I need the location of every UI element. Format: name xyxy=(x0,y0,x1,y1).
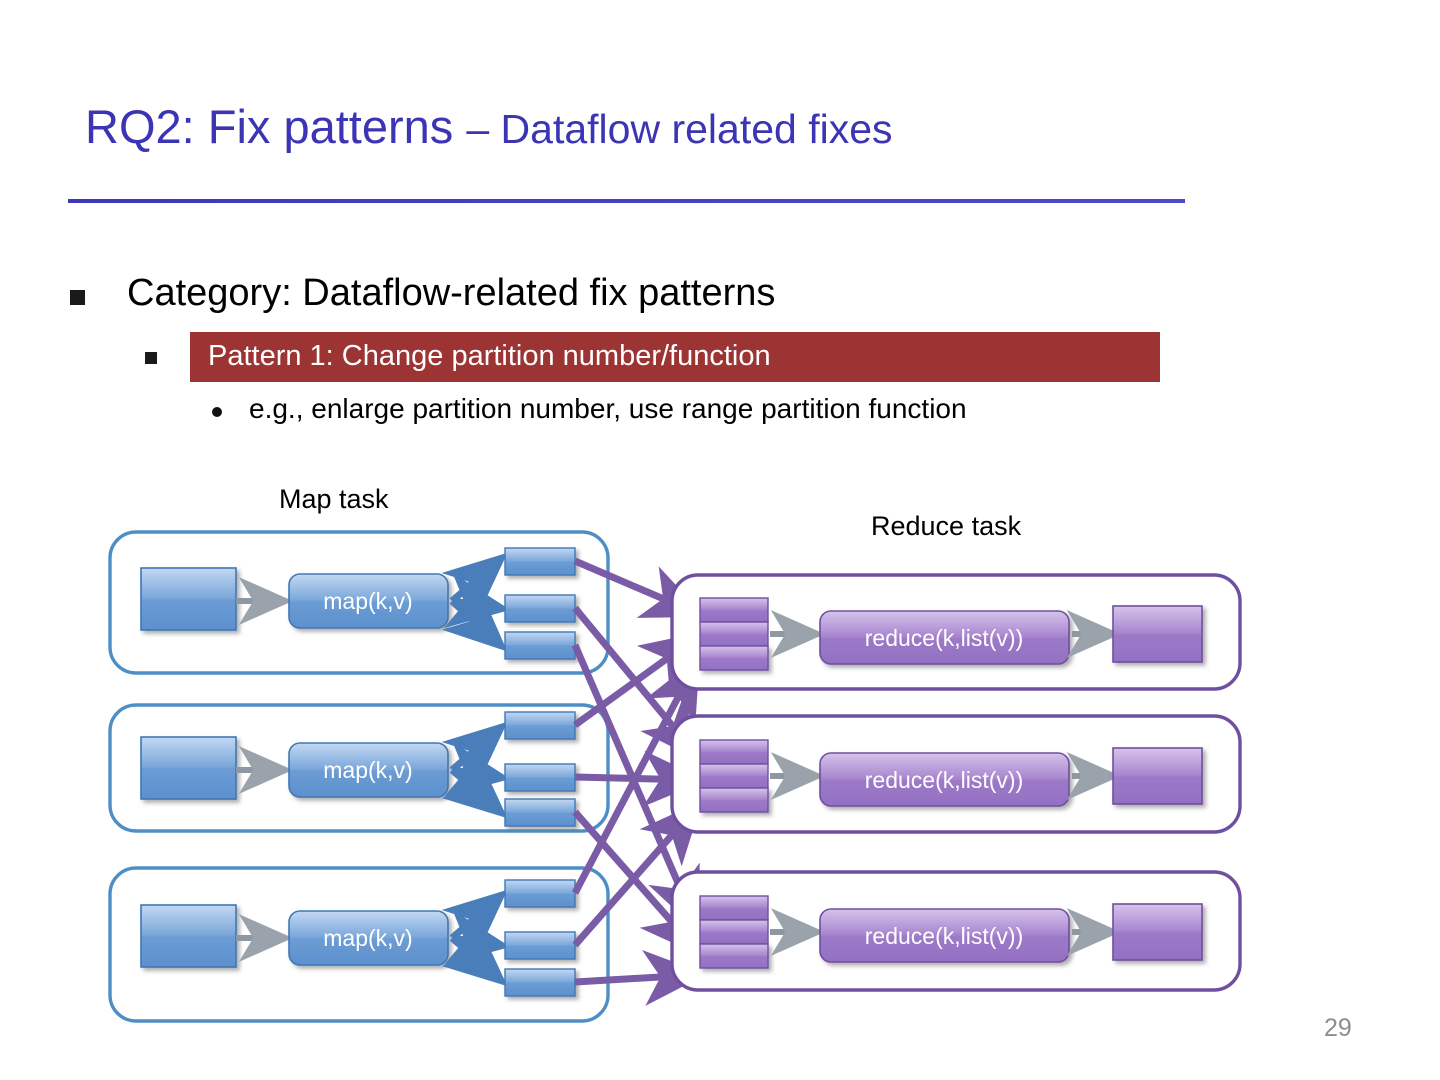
map-partition-block xyxy=(504,798,576,827)
reduce-output-block xyxy=(1112,605,1203,663)
map-function-label: map(k,v) xyxy=(323,588,412,614)
reduce-input-block xyxy=(699,597,769,623)
pattern-highlight-banner: Pattern 1: Change partition number/funct… xyxy=(190,332,1160,382)
reduce-input-block xyxy=(699,787,769,813)
reduce-function-label: reduce(k,list(v)) xyxy=(865,923,1023,949)
shuffle-edge xyxy=(572,800,703,948)
page-title: RQ2: Fix patterns – Dataflow related fix… xyxy=(85,103,1285,150)
reduce-task-group-1: reduce(k,list(v)) xyxy=(670,573,1242,691)
round-bullet-icon xyxy=(212,407,222,417)
square-bullet-icon xyxy=(145,352,157,364)
reduce-input-block xyxy=(699,739,769,765)
map-to-partition-arrow xyxy=(441,755,508,819)
map-input-block xyxy=(140,904,237,968)
map-task-group-3: map(k,v) xyxy=(108,866,610,1023)
map-partition-block xyxy=(504,879,576,908)
reduce-input-block xyxy=(699,943,769,969)
square-bullet-icon xyxy=(70,290,85,305)
map-partition-block xyxy=(504,931,576,960)
reduce-input-block xyxy=(699,763,769,789)
reduce-input-block xyxy=(699,919,769,945)
reduce-output-block xyxy=(1112,903,1203,961)
reduce-input-block xyxy=(699,645,769,671)
bullet-level1-label: Category: Dataflow-related fix patterns xyxy=(127,272,776,314)
reduce-output-block xyxy=(1112,747,1203,805)
title-underline xyxy=(68,199,1185,203)
bullet-level1: Category: Dataflow-related fix patterns xyxy=(70,272,775,316)
map-partition-block xyxy=(504,631,576,660)
page-title-sub: – Dataflow related fixes xyxy=(466,106,893,152)
reduce-function-label: reduce(k,list(v)) xyxy=(865,625,1023,651)
reduce-function-label: reduce(k,list(v)) xyxy=(865,767,1023,793)
reduce-task-label: Reduce task xyxy=(871,511,1022,541)
map-partition-block xyxy=(504,547,576,576)
map-partition-block xyxy=(504,711,576,740)
map-partition-block xyxy=(504,968,576,997)
reduce-input-block xyxy=(699,895,769,921)
map-to-partition-arrow xyxy=(441,588,508,652)
bullet-level3-label: e.g., enlarge partition number, use rang… xyxy=(249,393,967,424)
bullet-level2: Pattern 1: Change partition number/funct… xyxy=(145,332,1160,388)
reduce-task-group-2: reduce(k,list(v)) xyxy=(670,714,1242,834)
map-input-block xyxy=(140,736,237,800)
map-partition-block xyxy=(504,763,576,792)
map-task-label: Map task xyxy=(279,484,389,514)
map-function-label: map(k,v) xyxy=(323,757,412,783)
page-number: 29 xyxy=(1324,1014,1352,1042)
map-task-group-2: map(k,v) xyxy=(108,703,610,833)
map-partition-block xyxy=(504,594,576,623)
shuffle-edge xyxy=(571,655,700,895)
page-title-main: RQ2: Fix patterns xyxy=(85,100,467,153)
reduce-task-group-3: reduce(k,list(v)) xyxy=(670,870,1242,992)
map-to-partition-arrow xyxy=(441,923,508,987)
bullet-level3: e.g., enlarge partition number, use rang… xyxy=(212,392,967,426)
map-function-label: map(k,v) xyxy=(323,925,412,951)
map-input-block xyxy=(140,567,237,631)
map-task-group-1: map(k,v) xyxy=(108,530,610,675)
reduce-input-block xyxy=(699,621,769,647)
